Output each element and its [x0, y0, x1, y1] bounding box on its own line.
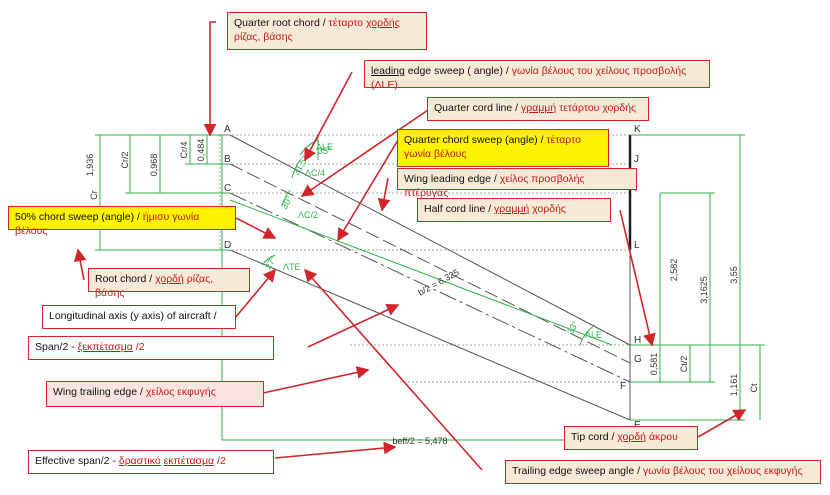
- longitudinal-axis-label: Longitudinal axis (y axis) of aircraft /: [42, 305, 236, 329]
- leader-arrows: [73, 21, 747, 471]
- dim-0968: 0,968: [149, 154, 159, 177]
- le-sweep-symbol-tip: ΛLE: [585, 330, 602, 340]
- dim-0484: 0,484: [196, 139, 206, 162]
- wing-outline: [229, 134, 632, 421]
- le-sweep-label: leading edge sweep ( angle) / γωνία βέλο…: [364, 60, 710, 91]
- point-l: L: [634, 240, 640, 251]
- dim-2582: 2,582: [669, 259, 679, 282]
- tip-chord-label: Tip cord / χορδή άκρου: [564, 426, 698, 450]
- point-d: D: [224, 240, 231, 251]
- dim-1161: 1,161: [729, 374, 739, 397]
- angle-27: 27°: [263, 254, 279, 271]
- te-sweep-symbol: ΛTE: [283, 262, 301, 272]
- te-sweep-label: Trailing edge sweep angle / γωνία βέλους…: [505, 460, 821, 484]
- dim-0581: 0,581: [649, 353, 659, 376]
- wing-trailing-edge-label: Wing trailing edge / χείλος εκφυγής: [46, 381, 264, 407]
- half-sweep-symbol: ΛC/2: [298, 210, 318, 220]
- half-root-dim-label: Cr/2: [120, 151, 130, 168]
- point-j: J: [634, 154, 639, 165]
- half-chord-sweep-label: 50% chord sweep (angle) / ήμισυ γωνία βέ…: [8, 206, 236, 237]
- point-f: F: [620, 381, 626, 392]
- span-half-dim: b/2 = 6,325: [416, 267, 460, 298]
- point-e: E: [634, 420, 641, 431]
- root-chord-dim-label: Cr: [89, 190, 99, 200]
- point-b: B: [224, 154, 231, 165]
- effective-span-label: Effective span/2 - δραστικό εκπέτασμα /2: [28, 450, 274, 474]
- quarter-chord-line-label: Quarter cord line / γραμμή τετάρτου χορδ…: [427, 97, 649, 121]
- dim-1936: 1,936: [85, 154, 95, 177]
- dim-31625: 3,1625: [699, 276, 709, 304]
- quarter-sweep-symbol: ΛC/4: [305, 168, 325, 178]
- point-labels: A B C D K J I L H G F E: [224, 124, 642, 431]
- root-chord-label: Root chord / χορδή ρίζας, βάσης: [88, 268, 250, 299]
- quarter-chord-line: [229, 163, 631, 364]
- half-tip-dim-label: Ct/2: [679, 356, 689, 373]
- trailing-edge: [229, 249, 631, 421]
- half-chord-line: [229, 192, 631, 383]
- point-a: A: [224, 124, 231, 135]
- point-c: C: [224, 183, 231, 194]
- span-half-label: Span/2 - ξεκπέτασμα /2: [28, 336, 274, 360]
- le-sweep-symbol: ΛLE: [316, 142, 333, 152]
- leading-edge: [229, 134, 631, 346]
- tip-chord-dim-label: Ct: [749, 383, 759, 392]
- dim-355: 3,55: [729, 266, 739, 284]
- half-chord-line-label: Half cord line / γραμμή χορδής: [417, 198, 611, 222]
- angle-33: 33°: [565, 319, 581, 336]
- angle-35: 35°: [318, 146, 332, 156]
- quarter-chord-sweep-label: Quarter chord sweep (angle) / τέταρτο γω…: [397, 129, 609, 167]
- quarter-root-dim-label: Cr/4: [179, 141, 189, 158]
- quarter-root-chord-label: Quarter root chord / τέταρτο χορδής ρίζα…: [227, 12, 427, 50]
- angle-30: 30°: [279, 194, 295, 211]
- effective-span-dim: beff/2 = 5,478: [392, 436, 447, 446]
- point-h: H: [634, 335, 641, 346]
- wing-leading-edge-label: Wing leading edge / χείλος προσβολής πτέ…: [397, 168, 637, 199]
- point-g: G: [634, 354, 642, 365]
- point-k: K: [634, 124, 641, 135]
